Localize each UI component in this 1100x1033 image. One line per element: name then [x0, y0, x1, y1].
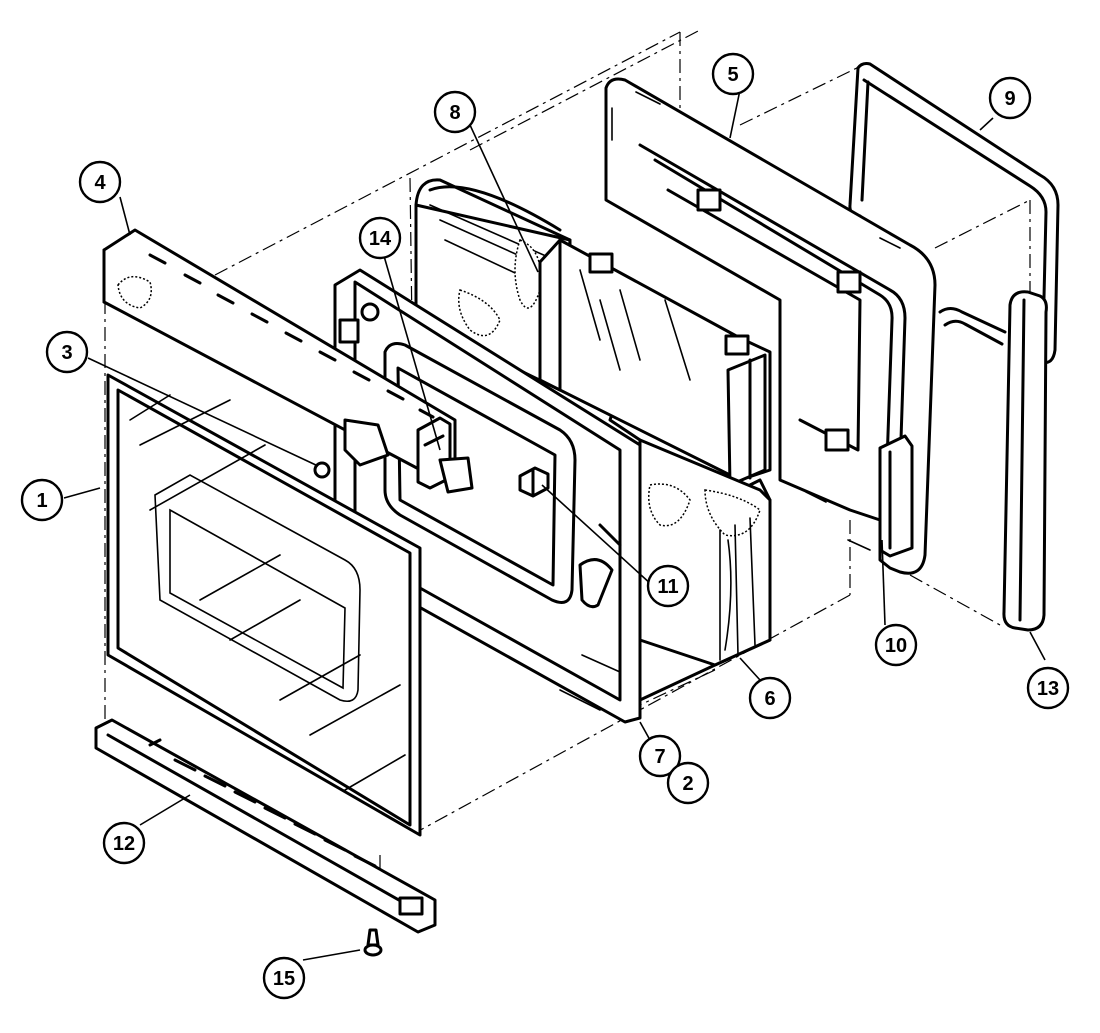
callout-5: 5	[711, 52, 755, 96]
vent-slots	[148, 253, 435, 419]
callout-2-label: 2	[682, 773, 693, 795]
callout-6: 6	[748, 676, 792, 720]
callout-6-label: 6	[764, 688, 775, 710]
callout-10: 10	[874, 623, 918, 667]
outer-glass-part	[106, 373, 422, 837]
callout-14: 14	[358, 216, 402, 260]
callout-11-label: 11	[657, 576, 678, 598]
door-bumper-part	[518, 466, 550, 498]
bottom-screw-part	[363, 928, 383, 957]
door-top-trim-part	[102, 228, 457, 477]
door-latch-part	[416, 416, 474, 494]
callout-15-label: 15	[273, 968, 295, 990]
callout-7: 7	[638, 734, 682, 778]
side-trim-part	[1002, 290, 1048, 632]
callout-11: 11	[646, 564, 690, 608]
callout-4: 4	[78, 160, 122, 204]
callout-15: 15	[262, 956, 306, 1000]
outer-door-frame-part	[604, 77, 937, 575]
callout-7-label: 7	[654, 746, 665, 768]
callout-8: 8	[433, 90, 477, 134]
callout-12-label: 12	[113, 833, 135, 855]
callout-13-label: 13	[1037, 678, 1059, 700]
callout-3: 3	[45, 330, 89, 374]
callout-10-label: 10	[885, 635, 907, 657]
callout-12: 12	[102, 821, 146, 865]
door-bottom-trim-part	[94, 718, 437, 934]
callout-3-label: 3	[61, 342, 72, 364]
callout-2: 2	[666, 761, 710, 805]
callout-4-label: 4	[94, 172, 106, 194]
screw-part	[313, 418, 390, 479]
callout-8-label: 8	[449, 102, 460, 124]
leader-lines	[63, 89, 1046, 961]
callout-5-label: 5	[727, 64, 738, 86]
callout-1: 1	[20, 478, 64, 522]
callout-14-label: 14	[369, 228, 392, 250]
door-gasket-part	[848, 62, 1060, 364]
callout-9: 9	[988, 76, 1032, 120]
callout-9-label: 9	[1004, 88, 1015, 110]
hinge-bracket-part	[878, 434, 914, 558]
callout-1-label: 1	[36, 490, 47, 512]
callout-13: 13	[1026, 666, 1070, 710]
